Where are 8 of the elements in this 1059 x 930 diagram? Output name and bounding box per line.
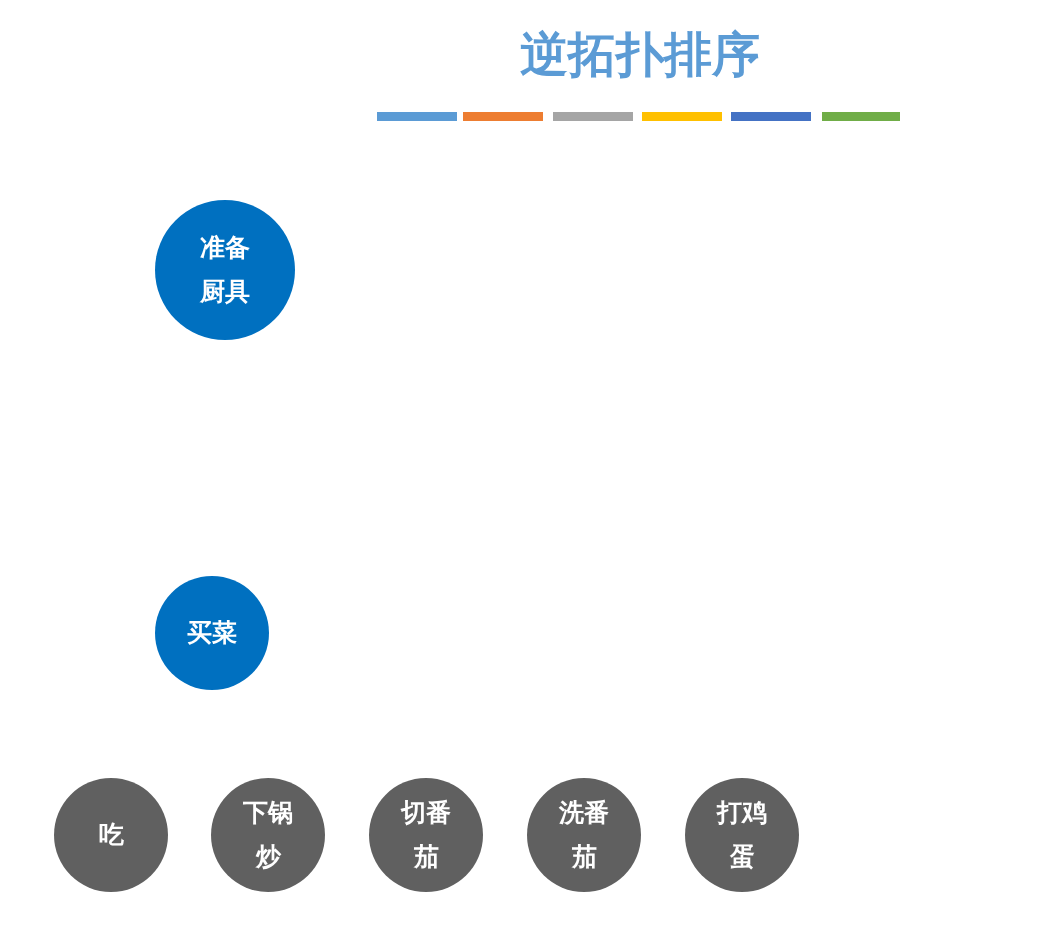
task-label: 打鸡蛋	[715, 797, 768, 873]
task-label: 吃	[97, 819, 125, 851]
task-label: 洗番茄	[558, 797, 610, 873]
task-label: 买菜	[186, 617, 238, 649]
title: 逆拓扑排序	[519, 25, 761, 84]
task-label: 下锅炒	[242, 797, 294, 873]
task-label: 准备厨具	[199, 232, 251, 308]
task-label: 切番茄	[399, 797, 452, 873]
